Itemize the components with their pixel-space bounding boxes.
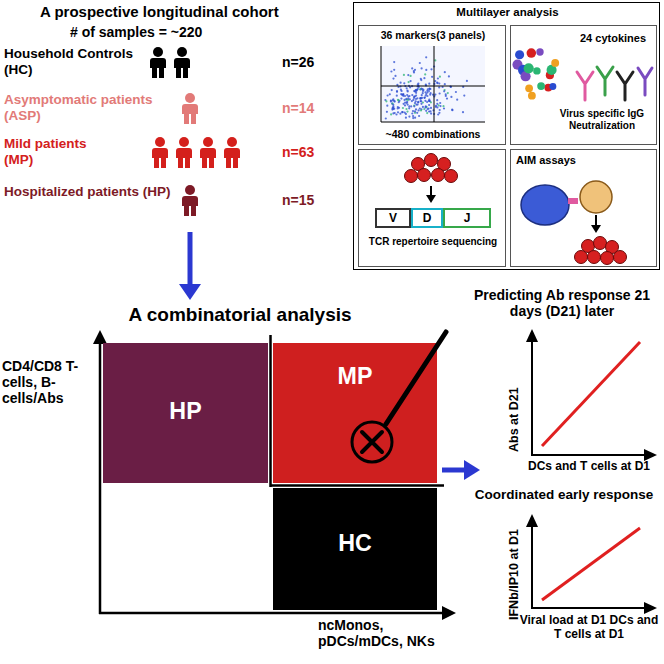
panel-box: 36 markers(3 panels) ~480 combinations [358,25,506,145]
axis-arrowhead [93,330,107,344]
quadrant-box: HP [103,343,268,483]
cell-cluster [405,154,458,183]
section-heading: A prospective longitudinal cohort [40,3,330,20]
cytokine-icons [512,48,559,99]
person-icon [182,185,198,216]
group-count: n=14 [282,100,342,116]
group-count: n=26 [282,54,342,70]
axis-label: IFNb/IP10 at D1 [507,500,521,620]
chart-heading: Coordinated early response [466,487,662,503]
sample-count: # of samples = ~220 [70,24,300,40]
cell-cluster [575,237,627,265]
flow-arrow [179,232,201,300]
section-heading: A combinatorial analysis [90,304,390,326]
node-title: V [377,212,409,226]
person-icon [182,93,198,124]
node-title: HC [273,530,437,557]
person-icon [174,47,190,78]
person-icon [224,137,240,168]
flow-arrow [442,460,480,480]
group-count: n=15 [282,192,342,208]
node-text: ~480 combinations [361,128,505,140]
flow-arrow [426,186,436,203]
panel-box: AIM assays [510,149,657,267]
gene-segment-box: J [443,208,491,228]
group-count: n=63 [282,144,342,160]
axis-label: Viral load at D1 DCs and T cells at D1 [516,614,662,642]
panel-box: 24 cytokinesVirus specific IgG Neutraliz… [510,25,657,145]
mini-chart [526,329,657,461]
chart-heading: Predicting Ab response 21 days (D21) lat… [462,287,662,319]
person-icon [152,137,168,168]
node-title: MP [273,363,437,390]
quadrant-axes [99,335,444,614]
node-title: Multilayer analysis [354,6,661,19]
group-label: Asymptomatic patients (ASP) [4,92,172,123]
axis-arrowhead [442,606,456,620]
node-title: J [445,212,489,226]
person-icon [176,137,192,168]
axis-label: Abs at D21 [507,332,521,452]
node-title: D [413,212,441,226]
node-title: TCR repertoire sequencing [361,236,505,248]
group-label: Household Controls (HC) [4,46,146,77]
axis-label: CD4/CD8 T-cells, B-cells/Abs [2,358,97,406]
node-title: 24 cytokines [571,32,655,45]
axis-label: DCs and T cells at D1 [516,460,662,474]
panel-box: TCR repertoire sequencing VDJ [358,149,506,267]
person-icon [150,47,166,78]
group-label: Hospitalized patients (HP) [4,184,172,200]
node-text: Virus specific IgG Neutralization [549,108,655,131]
node-title: 36 markers(3 panels) [361,29,505,41]
gene-segment-box: D [411,208,443,228]
scatter-plot [381,46,485,122]
antibody-icons [577,67,652,100]
mini-chart [526,514,657,614]
group-label: Mild patients (MP) [4,136,114,167]
node-title: AIM assays [516,154,606,167]
magnifier-icon [352,332,446,462]
axis-label: ncMonos, pDCs/mDCs, NKs [318,617,452,649]
node-title: HP [103,398,268,425]
quadrant-box: MP [273,343,437,483]
person-icon [200,137,216,168]
quadrant-box: HC [273,488,437,610]
aim-assay-icon [521,181,612,233]
gene-segment-box: V [375,208,411,228]
panel-frame: Multilayer analysis 36 markers(3 panels) ~… [353,2,660,270]
